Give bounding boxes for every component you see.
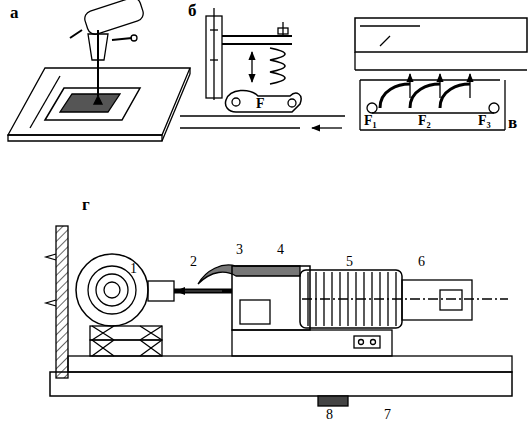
spring-clamp [355, 18, 527, 130]
router-table [8, 0, 190, 141]
callout-number: 3 [236, 243, 243, 257]
log-ring [88, 266, 136, 314]
callout-number: 6 [418, 255, 425, 269]
panel-letter: в [508, 114, 517, 131]
callout-number: 7 [384, 408, 391, 422]
cylinder-rib [331, 272, 332, 326]
callout-number: 5 [346, 255, 353, 269]
panel-letter: г [82, 196, 90, 213]
callout-number: 2 [190, 255, 197, 269]
spring-holder [180, 8, 345, 128]
panel-letter: б [188, 2, 197, 19]
log-ring [104, 282, 120, 298]
force-label: F [256, 97, 265, 111]
log-ring [96, 274, 128, 306]
callout-number: 8 [326, 408, 333, 422]
callout-number: 1 [130, 262, 137, 276]
feed-device [46, 226, 512, 406]
panel-letter: а [10, 4, 19, 21]
cylinder-rib [371, 272, 372, 326]
force-label: F₃ [478, 114, 491, 128]
force-label: F₂ [418, 114, 431, 128]
callout-number: 4 [277, 243, 284, 257]
force-label: F₁ [364, 114, 377, 128]
